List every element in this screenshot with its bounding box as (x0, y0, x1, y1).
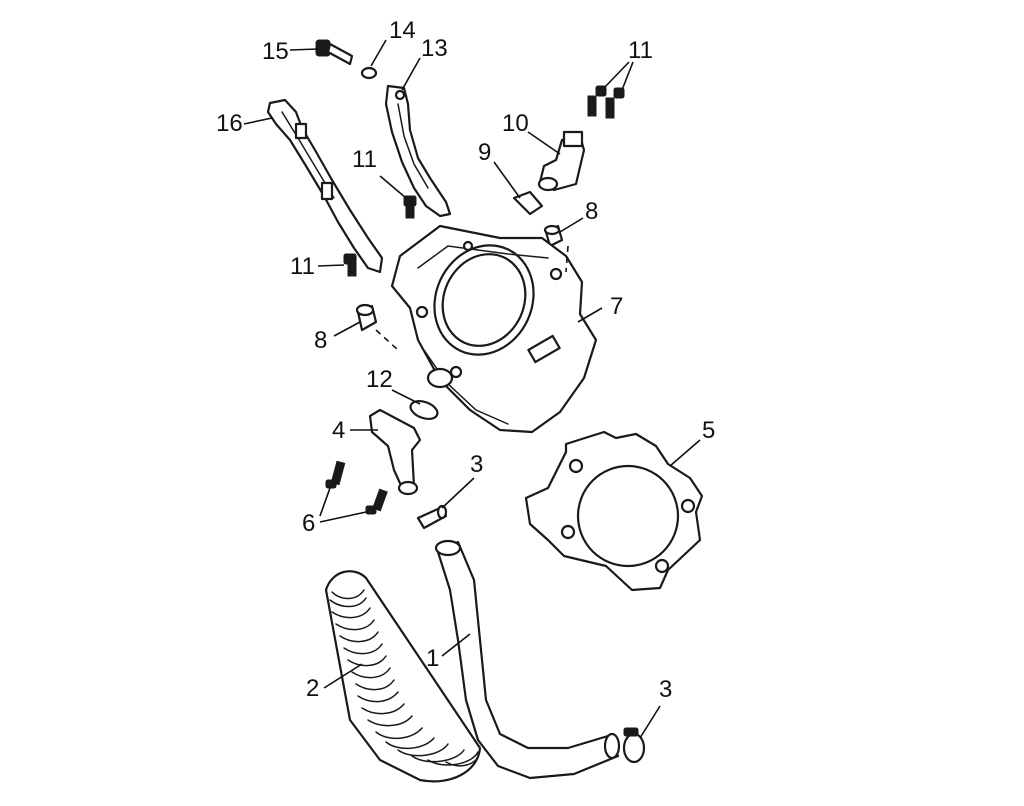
part-7-cylinder-block (390, 224, 598, 434)
callout-15: 15 (262, 38, 289, 65)
callout-7: 7 (610, 293, 623, 320)
part-6-bolts (325, 460, 388, 515)
part-14-washer (360, 66, 378, 80)
part-8-dowel-left (355, 303, 378, 332)
callout-1: 1 (426, 645, 439, 672)
alignment-lines (375, 245, 569, 351)
leader-lines (243, 39, 701, 739)
part-4-water-outlet (368, 408, 422, 496)
callout-14: 14 (389, 17, 416, 44)
part-3-hose-short (416, 504, 448, 530)
callout-8-left: 8 (314, 327, 327, 354)
callout-12: 12 (366, 366, 393, 393)
part-11-bolt-left (343, 253, 357, 277)
callout-13: 13 (421, 35, 448, 62)
callout-11-middle: 11 (352, 146, 377, 173)
callout-5: 5 (702, 417, 715, 444)
part-15-bolt (315, 39, 354, 66)
part-10-chain-tensioner (537, 130, 586, 192)
callout-4: 4 (332, 417, 345, 444)
callout-3-clamp: 3 (659, 676, 672, 703)
part-11-bolts-upper (587, 85, 625, 119)
callout-16: 16 (216, 110, 243, 137)
callout-9: 9 (478, 139, 491, 166)
callout-6: 6 (302, 510, 315, 537)
callout-8-upper: 8 (585, 198, 598, 225)
part-5-base-gasket (524, 430, 704, 592)
part-11-bolt-middle (403, 195, 417, 219)
part-1-water-hose (434, 539, 621, 780)
part-8-dowel-upper (543, 224, 564, 248)
callout-3-short: 3 (470, 451, 483, 478)
part-9-gasket (512, 190, 544, 216)
callout-11-left: 11 (290, 253, 315, 280)
callout-10: 10 (502, 110, 529, 137)
callout-11-upper: 11 (628, 37, 653, 64)
part-12-o-ring (409, 399, 439, 421)
part-16-chain-guide (266, 98, 384, 274)
callout-2: 2 (306, 675, 319, 702)
part-13-tensioner-guide (384, 84, 452, 218)
part-2-spring-hose (324, 570, 482, 783)
part-3-hose-clamp (622, 727, 646, 764)
